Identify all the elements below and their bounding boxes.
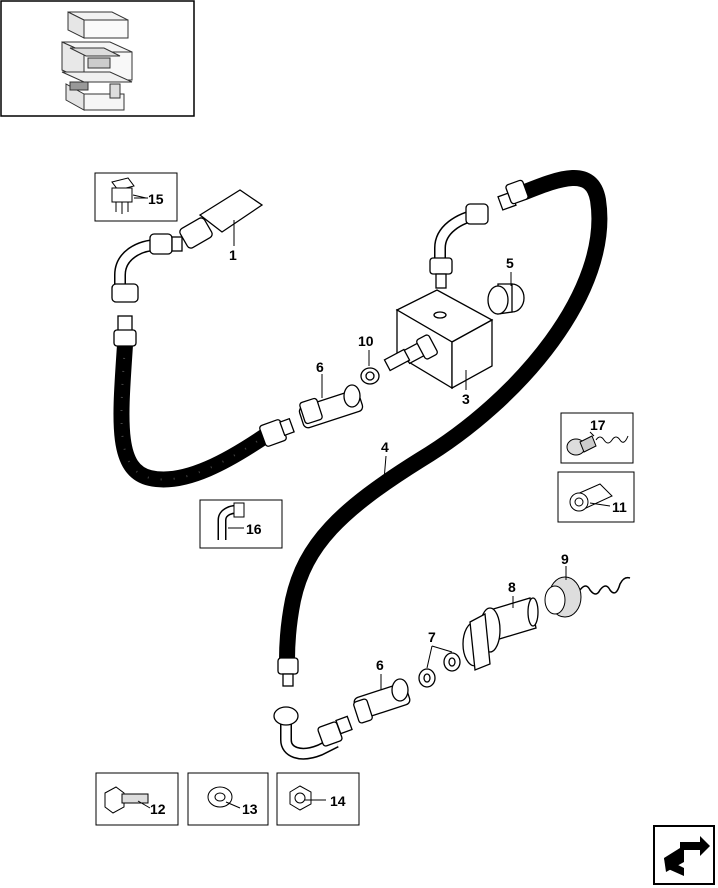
cap-inset bbox=[557, 471, 635, 523]
coupler-upper bbox=[298, 384, 364, 429]
callout-13: 13 bbox=[242, 801, 258, 817]
callout-12: 12 bbox=[150, 801, 166, 817]
hose-left bbox=[113, 337, 276, 488]
callout-15: 15 bbox=[148, 191, 164, 207]
callout-6-upper: 6 bbox=[316, 359, 324, 375]
callout-5: 5 bbox=[506, 255, 514, 271]
valve-block bbox=[383, 289, 494, 390]
washer-part-10 bbox=[360, 367, 380, 385]
next-page-arrow-icon[interactable] bbox=[653, 825, 715, 885]
leader-lines bbox=[132, 194, 611, 809]
locator-thumbnail bbox=[0, 0, 195, 117]
callout-1: 1 bbox=[229, 247, 237, 263]
relay-inset bbox=[94, 172, 178, 222]
plug-part-5 bbox=[487, 283, 525, 315]
washer-inset bbox=[187, 772, 269, 826]
callout-6-lower: 6 bbox=[376, 657, 384, 673]
callout-14: 14 bbox=[330, 793, 346, 809]
elbow-fitting-top-left bbox=[111, 189, 264, 347]
callout-labels: 1 3 4 5 6 6 7 8 9 10 11 12 13 14 15 16 1… bbox=[148, 191, 627, 817]
callout-17: 17 bbox=[590, 417, 606, 433]
washers-part-7 bbox=[418, 652, 461, 688]
callout-3: 3 bbox=[462, 391, 470, 407]
callout-11: 11 bbox=[612, 499, 627, 515]
callout-10: 10 bbox=[358, 333, 374, 349]
bolt-inset bbox=[95, 772, 179, 826]
knurled-cap-part-9 bbox=[544, 576, 631, 618]
callout-4: 4 bbox=[381, 439, 389, 455]
cap-chain-inset bbox=[560, 412, 634, 464]
hose-end-left bbox=[259, 417, 295, 447]
elbow-fitting-bottom bbox=[273, 657, 353, 760]
elbow-inset bbox=[199, 499, 283, 549]
coupler-lower bbox=[353, 678, 411, 724]
callout-16: 16 bbox=[246, 521, 262, 537]
nut-inset bbox=[276, 772, 360, 826]
elbow-fitting-top-right bbox=[429, 179, 529, 289]
bulkhead-coupler-part-8 bbox=[462, 597, 539, 671]
callout-7: 7 bbox=[428, 629, 436, 645]
hose-right bbox=[279, 170, 608, 668]
callout-9: 9 bbox=[561, 551, 569, 567]
callout-8: 8 bbox=[508, 579, 516, 595]
